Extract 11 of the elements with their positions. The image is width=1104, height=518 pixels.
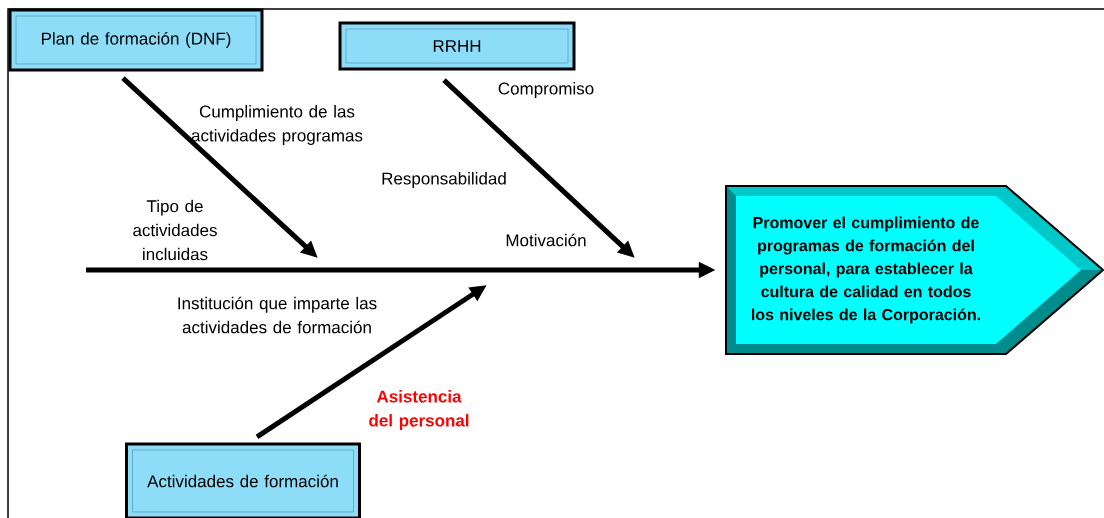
cause-label: Tipo de actividades incluidas	[133, 199, 217, 261]
cause-box: RRHH	[338, 21, 576, 71]
cause-label: Responsabilidad	[382, 172, 506, 188]
cause-label: Cumplimiento de las actividades programas	[191, 105, 363, 145]
cause-label: Compromiso	[498, 82, 594, 98]
cause-box: Actividades de formación	[125, 442, 361, 518]
cause-box: Plan de formación (DNF)	[8, 8, 264, 72]
cause-label: Institución que imparte las actividades de formación	[178, 296, 377, 334]
cause-label: Motivación	[506, 233, 586, 247]
cause-label: Asistencia del personal	[369, 390, 469, 430]
goal-arrow-box: Promover el cumplimiento de programas de formación del personal, para establecer la cultura de calidad en todos los niveles de la Corporación.	[725, 185, 1104, 355]
